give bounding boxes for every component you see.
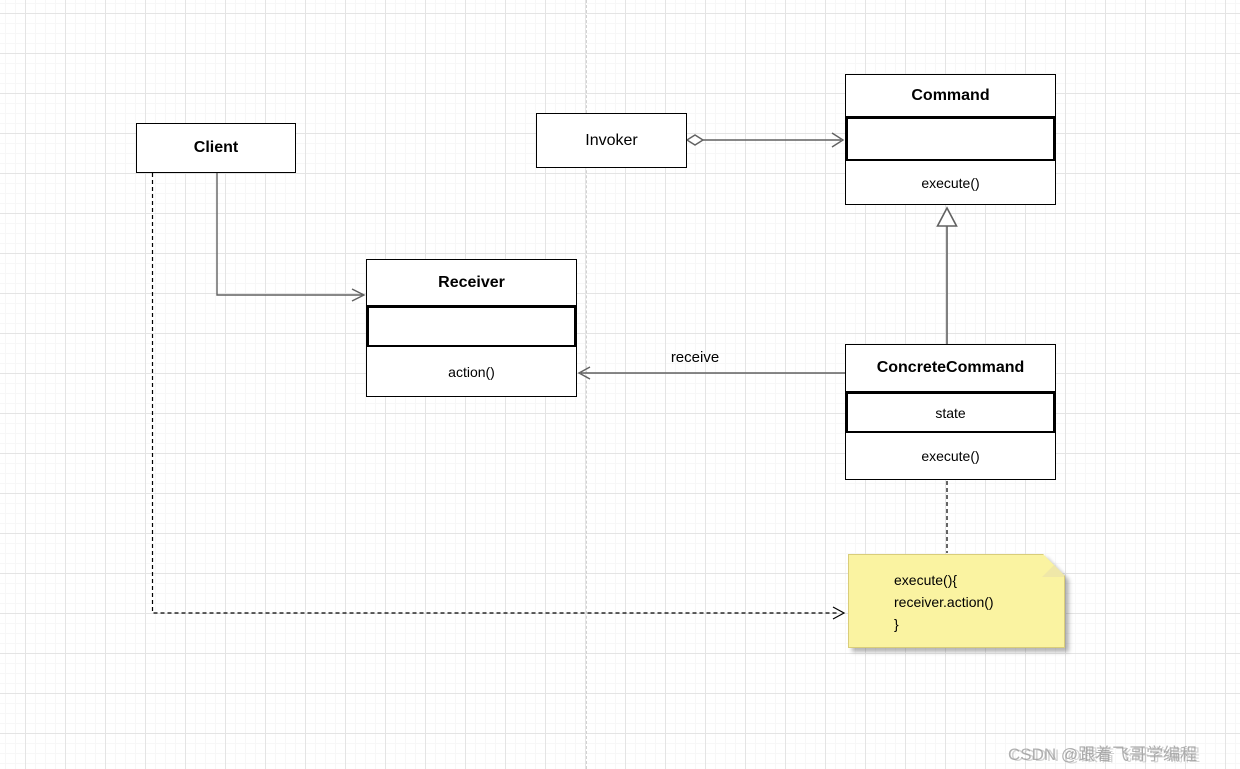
node-client: Client: [136, 123, 296, 173]
generalization-triangle-icon: [936, 206, 958, 227]
node-receiver-method: action(): [366, 346, 577, 397]
node-receiver: Receiver action(): [366, 259, 577, 397]
note-line: execute(){: [894, 572, 958, 588]
node-command-fields: [845, 116, 1056, 162]
note-body: execute(){ receiver.action() }: [848, 554, 1065, 648]
note-line: }: [894, 616, 899, 632]
node-concrete-command-title: ConcreteCommand: [845, 344, 1056, 392]
node-command: Command execute(): [845, 74, 1056, 205]
edge-client-receiver: [216, 173, 366, 302]
node-command-title: Command: [845, 74, 1056, 117]
node-client-label: Client: [193, 139, 239, 156]
node-receiver-title: Receiver: [366, 259, 577, 306]
aggregation-diamond-icon: [685, 134, 705, 146]
note-fold-icon: [1042, 555, 1064, 577]
edge-concretecommand-command: [936, 206, 958, 344]
edge-invoker-command: [685, 132, 845, 148]
node-invoker-label: Invoker: [585, 131, 638, 149]
node-receiver-fields: [366, 305, 577, 348]
edge-concretecommand-receiver: [577, 366, 845, 380]
edge-label-receive: receive: [670, 349, 720, 366]
node-command-method: execute(): [845, 160, 1056, 205]
note: execute(){ receiver.action() }: [848, 554, 1065, 648]
node-concrete-command-method: execute(): [845, 432, 1056, 480]
note-line: receiver.action(): [894, 594, 994, 610]
watermark: CSDN @跟着飞哥学编程: [1008, 745, 1198, 764]
node-concrete-command: ConcreteCommand state execute(): [845, 344, 1056, 480]
node-concrete-command-field: state: [845, 391, 1056, 434]
node-invoker: Invoker: [536, 113, 687, 168]
